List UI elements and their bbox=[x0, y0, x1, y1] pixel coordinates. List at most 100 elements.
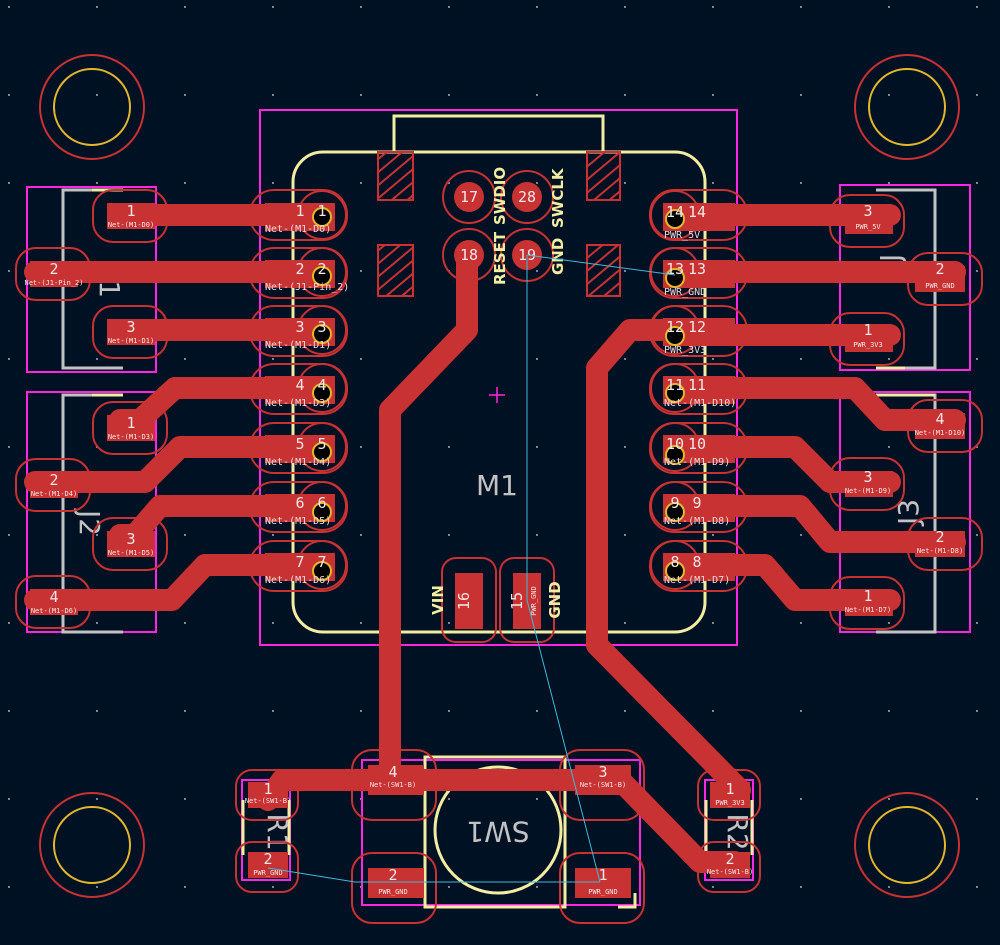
board-graphic bbox=[649, 422, 748, 474]
board-graphic bbox=[650, 190, 700, 240]
board-graphic bbox=[249, 481, 348, 533]
connector-j3[interactable]: J3 bbox=[839, 391, 971, 634]
board-graphic bbox=[92, 517, 168, 571]
copper-pad bbox=[845, 590, 893, 616]
m1-reference: M1 bbox=[476, 469, 518, 502]
pad-label: Net-(SW1-B) bbox=[370, 781, 416, 789]
board-graphic bbox=[235, 841, 299, 893]
pad-label: 7 bbox=[295, 553, 304, 571]
trace[interactable] bbox=[24, 554, 333, 611]
board-graphic bbox=[649, 247, 748, 299]
board-graphic bbox=[854, 54, 960, 160]
pad-label: PWR_3V3 bbox=[664, 345, 706, 356]
pad-label: 10 bbox=[688, 435, 706, 453]
board-graphic bbox=[907, 517, 983, 571]
trace[interactable] bbox=[379, 244, 478, 786]
label-vin: VIN bbox=[429, 585, 447, 615]
pad-label: Net-(M1-D7) bbox=[664, 575, 730, 586]
pad-label: Net-(M1-D5) bbox=[265, 516, 331, 527]
debug-pin-18[interactable]: 18 bbox=[442, 228, 496, 282]
pad-label: 1 bbox=[725, 780, 734, 798]
pad-label: 9 bbox=[670, 494, 679, 512]
mounting-hole-top-left[interactable] bbox=[39, 54, 145, 160]
drill-hole-icon bbox=[312, 324, 332, 344]
mounting-hole-top-right[interactable] bbox=[854, 54, 960, 160]
board-graphic bbox=[235, 769, 299, 821]
pad-label: 1 bbox=[126, 414, 135, 432]
debug-pin-17[interactable]: 17 bbox=[442, 170, 496, 224]
board-graphic bbox=[907, 252, 983, 306]
switch-sw1[interactable]: SW1 bbox=[361, 755, 641, 909]
copper-pad bbox=[710, 782, 750, 808]
pad-label: 10 bbox=[666, 435, 684, 453]
copper-pad bbox=[512, 182, 542, 212]
copper-pad bbox=[30, 589, 78, 615]
trace[interactable] bbox=[664, 495, 966, 553]
board-graphic bbox=[650, 481, 700, 531]
pad-label: 4 bbox=[935, 410, 944, 428]
copper-pad bbox=[30, 261, 78, 287]
trace[interactable] bbox=[586, 319, 751, 801]
pad-label: 8 bbox=[692, 553, 701, 571]
drill-hole-icon bbox=[312, 207, 332, 227]
pad-label: 4 bbox=[317, 376, 326, 394]
debug-pin-28[interactable]: 28 bbox=[500, 170, 554, 224]
mounting-hole-bottom-left[interactable] bbox=[39, 792, 145, 898]
connector-j2[interactable]: J2 bbox=[26, 391, 157, 634]
pad-label: 2 bbox=[49, 471, 58, 489]
mounting-hole-bottom-right[interactable] bbox=[854, 792, 960, 898]
board-graphic bbox=[15, 575, 91, 629]
pad-label: 2 bbox=[317, 260, 326, 278]
drill-hole-icon bbox=[312, 502, 332, 522]
pad-label: Net-(M1-D4) bbox=[31, 490, 77, 498]
pad-label: Net-(M1-D9) bbox=[664, 457, 730, 468]
board-graphic bbox=[618, 893, 637, 909]
board-graphic bbox=[297, 363, 347, 413]
board-graphic bbox=[868, 68, 946, 146]
m1-debug-pins: 17 28 18 19 RESET SWDIO GND SWCLK bbox=[442, 167, 567, 285]
pad-label: Net-(M1-D9) bbox=[845, 487, 891, 495]
board-graphic bbox=[297, 305, 347, 355]
pad-16[interactable]: 16 bbox=[441, 557, 497, 643]
